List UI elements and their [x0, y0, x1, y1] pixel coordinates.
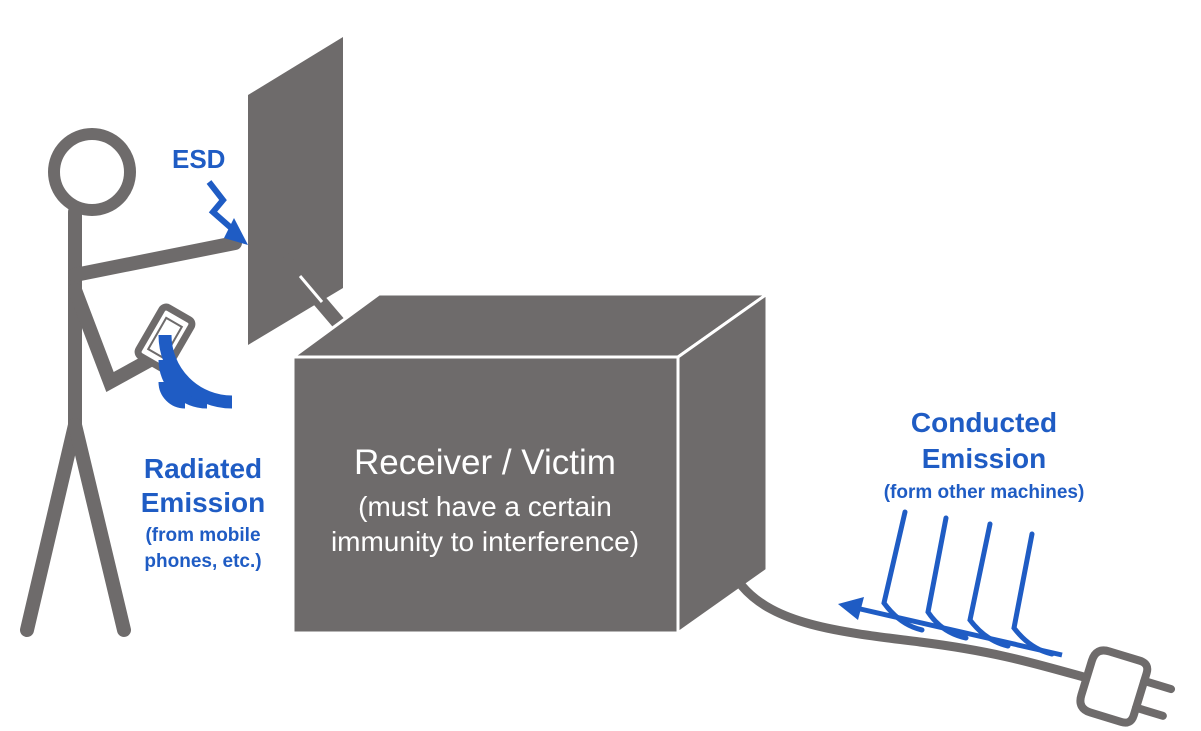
stick-figure-phone-arm — [68, 283, 157, 393]
radiated-label-line3: (from mobile — [145, 525, 260, 546]
receiver-box — [291, 292, 769, 635]
plate-connector-highlight — [298, 275, 324, 303]
stick-figure-right-leg — [68, 418, 131, 637]
lightning-bolt-icon — [206, 180, 248, 245]
esd-label: ESD — [172, 144, 225, 174]
conducted-arrowhead — [838, 597, 864, 620]
conducted-arrow-line — [855, 605, 1063, 658]
conducted-label-line2: Emission — [922, 443, 1046, 474]
receiver-subtitle-line1: (must have a certain — [358, 491, 612, 522]
wifi-waves-icon — [158, 334, 233, 409]
receiver-title: Receiver / Victim — [354, 443, 616, 482]
cable — [737, 581, 1103, 686]
stick-figure-left-leg — [20, 418, 82, 637]
receiver-box-front — [291, 355, 680, 635]
stick-figure — [20, 128, 242, 637]
stick-figure-head — [48, 128, 136, 216]
conducted-label-line3: (form other machines) — [884, 482, 1085, 503]
receiver-subtitle-line2: immunity to interference) — [331, 526, 639, 557]
radiated-label-line4: phones, etc.) — [144, 551, 261, 572]
radiated-label-line2: Emission — [141, 487, 265, 518]
radiated-label-line1: Radiated — [144, 453, 262, 484]
stick-figure-extended-arm — [68, 236, 242, 282]
ground-plate — [248, 37, 343, 345]
conducted-label-line1: Conducted — [911, 407, 1057, 438]
power-plug-icon — [1076, 646, 1176, 727]
